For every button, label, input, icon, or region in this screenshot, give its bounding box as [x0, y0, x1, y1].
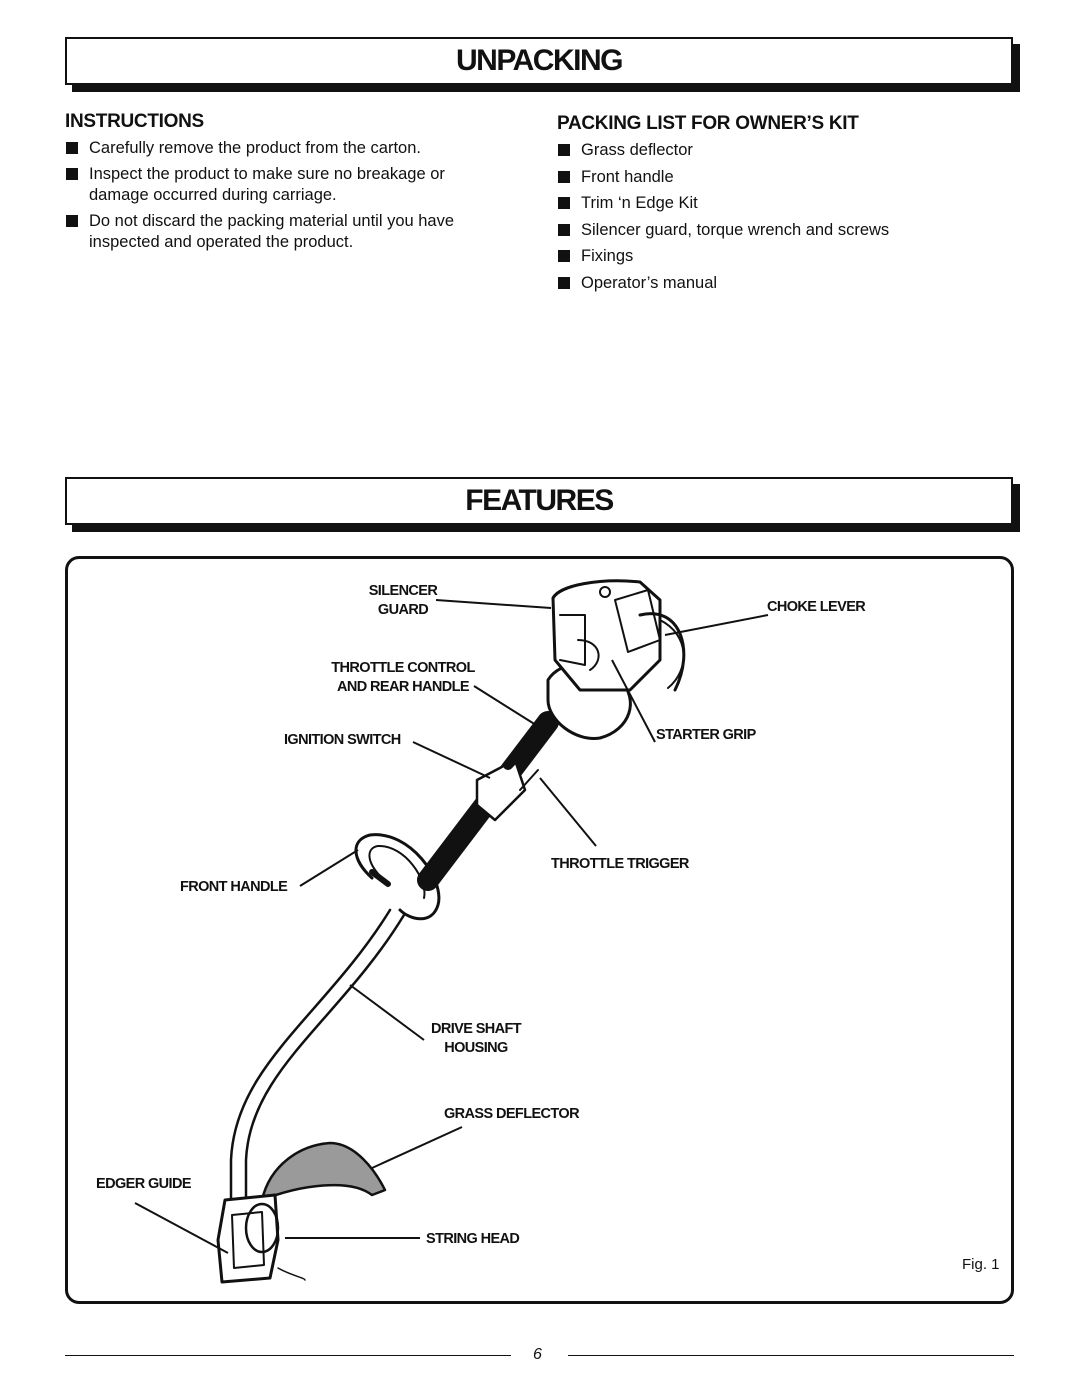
label-silencer-guard: SILENCER GUARD [368, 583, 438, 618]
features-title: FEATURES [65, 477, 1013, 525]
footer-rule-left [65, 1355, 511, 1356]
list-item: Carefully remove the product from the ca… [66, 138, 486, 159]
list-item: Inspect the product to make sure no brea… [66, 164, 486, 206]
unpacking-title: UNPACKING [65, 37, 1013, 85]
label-choke-lever: CHOKE LEVER [767, 599, 866, 615]
label-throttle-control: THROTTLE CONTROL AND REAR HANDLE [331, 660, 475, 695]
list-item: Grass deflector [558, 140, 978, 161]
bullet-square-icon [558, 170, 570, 183]
instructions-heading: INSTRUCTIONS [65, 111, 204, 132]
list-item: Operator’s manual [558, 273, 978, 294]
label-grass-deflector: GRASS DEFLECTOR [444, 1106, 580, 1122]
footer-rule-right [568, 1355, 1014, 1356]
page-number: 6 [533, 1346, 542, 1363]
bullet-square-icon [66, 142, 78, 154]
bullet-square-icon [558, 276, 570, 289]
list-item: Silencer guard, torque wrench and screws [558, 220, 978, 241]
bullet-square-icon [558, 144, 570, 156]
label-starter-grip: STARTER GRIP [656, 727, 756, 743]
bullet-square-icon [558, 250, 570, 262]
label-ignition-switch: IGNITION SWITCH [284, 732, 401, 748]
list-item: Trim ‘n Edge Kit [558, 193, 978, 214]
features-figure-frame [65, 556, 1014, 1304]
figure-caption: Fig. 1 [962, 1256, 1000, 1273]
list-item: Front handle [558, 167, 978, 188]
packing-list-heading: PACKING LIST FOR OWNER’S KIT [557, 113, 859, 134]
label-front-handle: FRONT HANDLE [180, 879, 288, 895]
bullet-square-icon [66, 168, 78, 180]
bullet-square-icon [558, 197, 570, 209]
label-string-head: STRING HEAD [426, 1231, 520, 1247]
list-item: Fixings [558, 246, 978, 267]
list-item: Do not discard the packing material unti… [66, 211, 486, 253]
bullet-square-icon [66, 215, 78, 227]
label-edger-guide: EDGER GUIDE [96, 1176, 192, 1192]
packing-list: Grass deflector Front handle Trim ‘n Edg… [558, 140, 978, 299]
instructions-list: Carefully remove the product from the ca… [66, 138, 486, 258]
label-throttle-trigger: THROTTLE TRIGGER [551, 856, 689, 872]
bullet-square-icon [558, 223, 570, 236]
label-drive-shaft-housing: DRIVE SHAFT HOUSING [430, 1021, 522, 1056]
